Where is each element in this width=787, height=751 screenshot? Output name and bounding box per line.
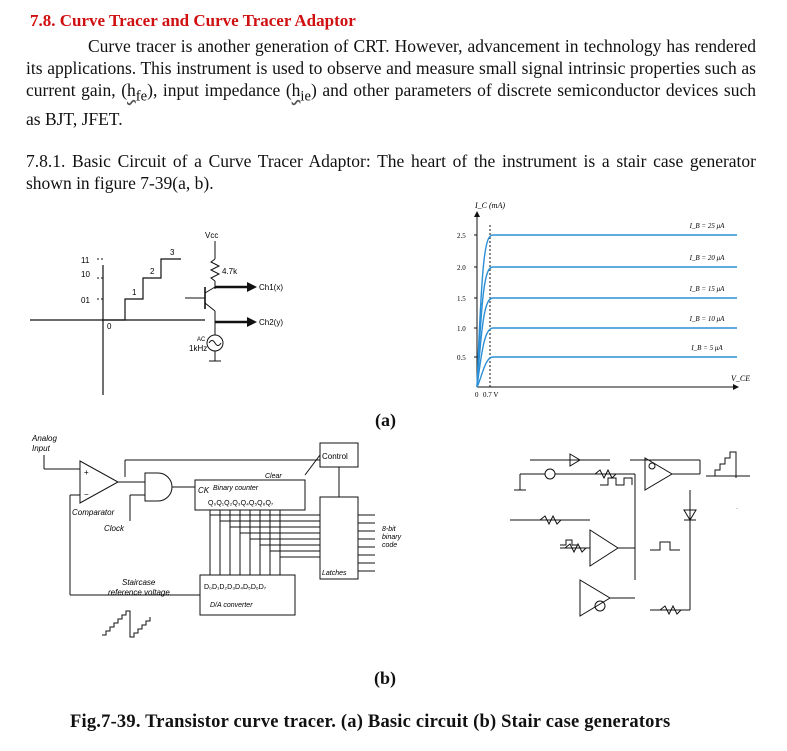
- y-tick-label: 2.5: [457, 232, 466, 240]
- curve-label: I_B = 25 μA: [689, 222, 726, 230]
- comparator-label: Comparator: [72, 508, 115, 517]
- figure-caption: Fig.7-39. Transistor curve tracer. (a) B…: [70, 712, 671, 732]
- ch1-arrow: [247, 282, 257, 292]
- hfe-main: h: [127, 80, 136, 100]
- pulse-waveform-2: [560, 539, 578, 546]
- level-label-11: 11: [81, 256, 90, 265]
- and-gate-symbol: [144, 472, 173, 502]
- level-label-01: 01: [81, 296, 90, 305]
- hie-main: h: [291, 80, 301, 100]
- staircase-circuit-figure: 11 10 01 0 1 2 3 Vcc 4.7k Ch1(x) Ch2(y) …: [30, 231, 283, 395]
- code-label-1: 8-bit: [382, 526, 397, 533]
- svg-text:−: −: [84, 490, 89, 499]
- source-1-icon: [544, 468, 556, 480]
- pulse-waveform-1: [600, 477, 633, 486]
- resistor-label: 4.7k: [222, 267, 238, 276]
- intro-text-1: Curve tracer is another generation of CR…: [26, 36, 756, 100]
- characteristic-curve: [476, 266, 737, 388]
- staircase-label-1: Staircase: [122, 578, 156, 587]
- intro-text-2: ), input impedance (: [147, 80, 292, 100]
- circuit-note: ·: [736, 506, 738, 512]
- clock-label: Clock: [104, 524, 125, 533]
- figure-label-a: (a): [375, 410, 396, 430]
- section-heading: 7.8. Curve Tracer and Curve Tracer Adapt…: [30, 11, 356, 30]
- control-label: Control: [322, 452, 348, 461]
- opamp-1-symbol: [644, 457, 673, 491]
- code-label-2: binary: [382, 534, 402, 541]
- dac-label: D/A converter: [210, 602, 253, 609]
- ck-label: CK: [198, 486, 210, 495]
- dac-bits: D₀D₁D₂D₃D₄D₅D₆D₇: [204, 584, 267, 591]
- characteristic-curve: [476, 297, 737, 388]
- source-2-icon: [594, 600, 606, 612]
- step-label-0: 0: [107, 322, 112, 331]
- staircase-label-2: reference voltage: [108, 588, 170, 597]
- transistor-characteristics-graph: I_C (mA) V_CE 2.5 2.0 1.5 1.0 0.5 0 0.7 V I_…: [457, 201, 750, 399]
- characteristic-curve: [476, 356, 737, 388]
- output-staircase: [710, 451, 737, 478]
- hie-sub: ie: [300, 88, 311, 105]
- comparator-symbol: [79, 460, 120, 504]
- y-tick-group: 2.5 2.0 1.5 1.0 0.5: [457, 232, 477, 362]
- x-axis-title: V_CE: [731, 374, 750, 383]
- y-tick-label: 1.0: [457, 325, 466, 333]
- opamp-3-symbol: [579, 579, 611, 617]
- ch1-label: Ch1(x): [259, 283, 283, 292]
- freq-label: 1kHz: [189, 344, 207, 353]
- figure-label-b: (b): [374, 668, 396, 688]
- step-label-3: 3: [170, 248, 175, 257]
- intro-text-3: ) and other parameters of discrete semic…: [26, 80, 756, 129]
- y-axis-title: I_C (mA): [474, 201, 505, 210]
- staircase-generator-block-diagram: Analog Input + − Comparator Clock Contro…: [31, 434, 402, 638]
- y-tick-label: 1.5: [457, 295, 466, 303]
- intro-paragraph: Curve tracer is another generation of CR…: [26, 35, 756, 130]
- hie-symbol: hie: [291, 80, 311, 105]
- ac-label: AC: [197, 337, 206, 343]
- curve-group: I_B = 25 μA I_B = 20 μA I_B = 15 μA I_B = 1…: [476, 222, 737, 388]
- subsection-paragraph: 7.8.1. Basic Circuit of a Curve Tracer A…: [26, 151, 756, 193]
- clear-label: Clear: [265, 473, 282, 480]
- counter-label: Binary counter: [213, 485, 259, 492]
- staircase-generator-circuit: ·: [510, 451, 750, 617]
- level-label-10: 10: [81, 270, 90, 279]
- curve-label: I_B = 5 μA: [690, 344, 723, 352]
- staircase-waveform: [103, 258, 181, 321]
- counter-bits: Q₀Q₁Q₂Q₃Q₄Q₅Q₆Q₇: [208, 500, 274, 507]
- opamp-2-symbol: [589, 529, 619, 567]
- ch2-arrow: [247, 317, 257, 327]
- code-label-3: code: [382, 542, 397, 549]
- y-tick-label: 0.5: [457, 354, 466, 362]
- resistor-symbol: [209, 258, 221, 282]
- step-label-2: 2: [150, 267, 155, 276]
- curve-label: I_B = 20 μA: [689, 254, 726, 262]
- ch2-label: Ch2(y): [259, 318, 283, 327]
- analog-input-label: Analog: [31, 434, 57, 443]
- hfe-symbol: hfe: [127, 80, 147, 105]
- latches-block: [319, 496, 359, 580]
- y-tick-label: 2.0: [457, 264, 466, 272]
- curve-label: I_B = 10 μA: [689, 315, 726, 323]
- analog-input-label-2: Input: [32, 444, 51, 453]
- vcc-label: Vcc: [205, 231, 218, 240]
- x-tick-07: 0.7 V: [483, 391, 498, 399]
- latches-label: Latches: [322, 570, 347, 577]
- x-tick-0: 0: [475, 391, 479, 399]
- step-label-1: 1: [132, 288, 137, 297]
- dac-block: [199, 574, 296, 616]
- curve-label: I_B = 15 μA: [689, 285, 726, 293]
- hfe-sub: fe: [135, 88, 148, 105]
- staircase-ref-waveform: [102, 610, 151, 638]
- bus-lines: [209, 510, 320, 575]
- svg-text:+: +: [84, 468, 89, 477]
- characteristic-curve: [476, 327, 737, 388]
- latch-outputs: [358, 514, 375, 572]
